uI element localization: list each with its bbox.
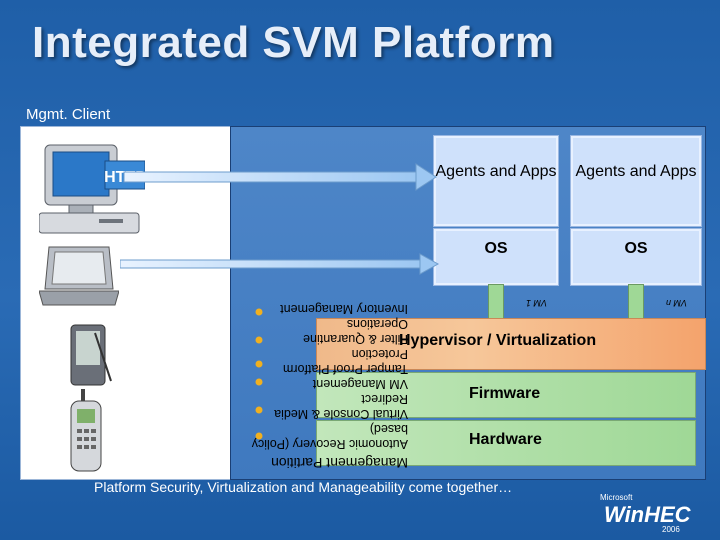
mobile-phone-icon <box>67 389 107 473</box>
list-item: Tamper Proof Platform Protection <box>248 346 408 376</box>
pda-icon <box>65 323 115 389</box>
bullet-dots <box>254 306 266 446</box>
vmn-apps-label: Agents and Apps <box>571 162 701 182</box>
list-item: VM Management <box>248 376 408 391</box>
vmn-os-label: OS <box>571 239 701 259</box>
management-partition-heading: Management Partition <box>248 455 408 470</box>
logo-brand: Microsoft <box>600 493 633 502</box>
arrow-to-firmware <box>120 254 438 274</box>
connection-arrows <box>120 160 560 280</box>
mgmt-client-label: Mgmt. Client <box>26 106 110 123</box>
logo-year: 2006 <box>662 525 680 534</box>
management-partition-list: Management Partition Autonomic Recovery … <box>248 300 408 470</box>
list-item: Inventory Management <box>248 301 408 316</box>
list-item: Autonomic Recovery (Policy based) <box>248 421 408 451</box>
laptop-icon <box>39 245 119 311</box>
list-item: Virtual Console & Media Redirect <box>248 391 408 421</box>
firmware-label: Firmware <box>469 385 540 403</box>
hypervisor-label: Hypervisor / Virtualization <box>399 332 596 350</box>
winhec-logo: Microsoft WinHEC 2006 <box>598 490 708 534</box>
logo-name: WinHEC <box>604 502 692 527</box>
vmn-label: VM n <box>666 298 687 308</box>
list-item: Filter & Quarantine Operations <box>248 316 408 346</box>
arrow-to-vm <box>124 164 436 190</box>
vmn-apps-box: Agents and Apps <box>570 135 702 227</box>
hardware-label: Hardware <box>469 431 542 449</box>
vmn-connector <box>628 284 644 320</box>
vm1-label: VM 1 <box>526 298 547 308</box>
vm1-connector <box>488 284 504 320</box>
page-title: Integrated SVM Platform <box>32 18 554 68</box>
footer-caption: Platform Security, Virtualization and Ma… <box>94 479 512 495</box>
vmn-os-box: OS <box>570 228 702 286</box>
